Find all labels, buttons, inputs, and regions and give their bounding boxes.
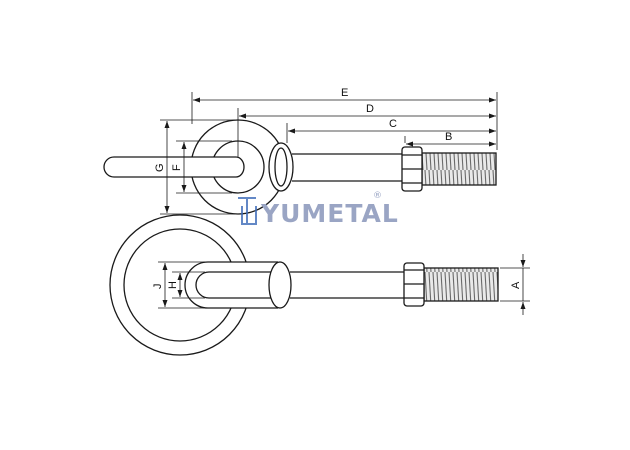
top-thread (421, 152, 497, 186)
label-g: G (154, 163, 166, 172)
label-f: F (171, 164, 183, 171)
label-c: C (389, 118, 397, 130)
label-h: H (167, 281, 179, 289)
brand-watermark: YUMETAL ® (238, 191, 399, 228)
label-a: A (510, 281, 522, 289)
dimension-labels: E D C B G F J H A (152, 87, 522, 289)
top-view (103, 119, 497, 215)
label-j: J (152, 284, 164, 290)
label-e: E (341, 87, 348, 99)
dimensions (158, 92, 530, 315)
brand-logo-mark (238, 197, 257, 225)
top-cross-pin (103, 156, 236, 178)
bottom-eye-body (184, 261, 278, 309)
brand-watermark-text: YUMETAL (260, 199, 399, 228)
label-b: B (445, 131, 452, 143)
top-collar (268, 142, 294, 192)
bottom-thread (423, 267, 499, 302)
bottom-collar (268, 261, 292, 309)
label-d: D (366, 103, 374, 115)
registered-mark: ® (373, 191, 382, 201)
